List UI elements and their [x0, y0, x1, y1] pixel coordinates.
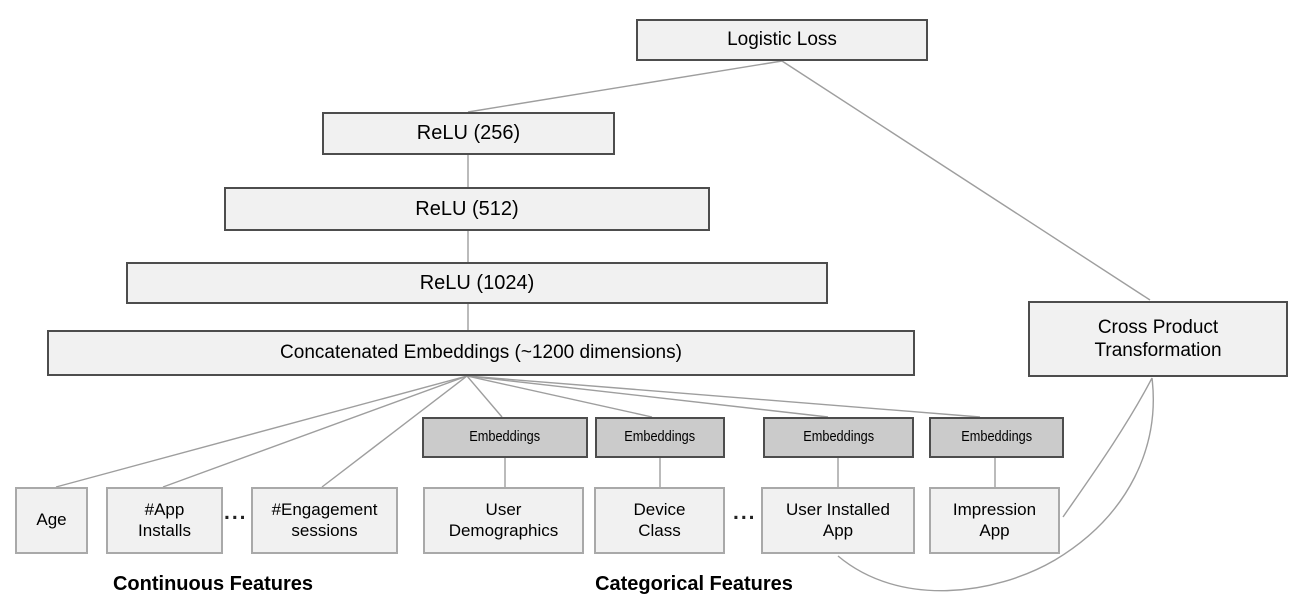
node-logistic-loss: Logistic Loss — [636, 19, 928, 61]
categorical-features-label: Categorical Features — [595, 573, 793, 595]
node-embeddings-user-installed-app: Embeddings — [763, 417, 914, 458]
node-relu-1024-label: ReLU (1024) — [419, 271, 535, 294]
node-relu-256-label: ReLU (256) — [416, 122, 521, 145]
node-embeddings-label: Embeddings — [624, 428, 696, 446]
edge-concat-age — [55, 375, 468, 488]
node-user-demographics-label: User Demographics — [448, 499, 559, 540]
node-device-class-label: Device Class — [633, 499, 686, 540]
node-app-installs-label: #App Installs — [138, 499, 191, 540]
categorical-ellipsis: ... — [733, 501, 757, 524]
node-concatenated-embeddings: Concatenated Embeddings (~1200 dimension… — [47, 330, 915, 376]
edge-concat-embed4 — [466, 375, 981, 418]
node-embeddings-label: Embeddings — [469, 428, 541, 446]
node-engagement-sessions-label: #Engagement sessions — [271, 499, 378, 540]
edge-concat-embed2 — [466, 375, 653, 418]
edge-crossproduct-userinstalled-curve — [837, 377, 1154, 592]
node-app-installs: #App Installs — [106, 487, 223, 554]
edge-concat-embed3 — [466, 375, 829, 418]
node-user-installed-app: User Installed App — [761, 487, 915, 554]
continuous-ellipsis: ... — [224, 501, 248, 524]
node-relu-512-label: ReLU (512) — [415, 197, 519, 220]
node-user-demographics: User Demographics — [423, 487, 584, 554]
node-impression-app-label: Impression App — [952, 499, 1037, 540]
node-age: Age — [15, 487, 88, 554]
node-embeddings-impression-app: Embeddings — [929, 417, 1064, 458]
node-embeddings-user-demographics: Embeddings — [422, 417, 588, 458]
node-embeddings-device-class: Embeddings — [595, 417, 725, 458]
node-cross-product-transformation: Cross Product Transformation — [1028, 301, 1288, 377]
node-embeddings-label: Embeddings — [803, 428, 874, 446]
node-age-label: Age — [36, 510, 67, 530]
node-relu-1024: ReLU (1024) — [126, 262, 828, 304]
node-device-class: Device Class — [594, 487, 725, 554]
edge-loss-to-relu256 — [467, 60, 783, 113]
node-user-installed-app-label: User Installed App — [786, 499, 890, 540]
edge-concat-embed1 — [466, 375, 503, 418]
edge-loss-to-crossproduct — [781, 60, 1151, 301]
node-concatenated-embeddings-label: Concatenated Embeddings (~1200 dimension… — [280, 342, 682, 364]
node-relu-256: ReLU (256) — [322, 112, 615, 155]
node-relu-512: ReLU (512) — [224, 187, 710, 231]
node-engagement-sessions: #Engagement sessions — [251, 487, 398, 554]
node-embeddings-label: Embeddings — [961, 428, 1032, 446]
edge-crossproduct-impression-curve — [1062, 377, 1153, 518]
node-logistic-loss-label: Logistic Loss — [727, 29, 837, 51]
node-cross-product-transformation-label: Cross Product Transformation — [1094, 316, 1222, 361]
node-impression-app: Impression App — [929, 487, 1060, 554]
continuous-features-label: Continuous Features — [112, 573, 314, 595]
